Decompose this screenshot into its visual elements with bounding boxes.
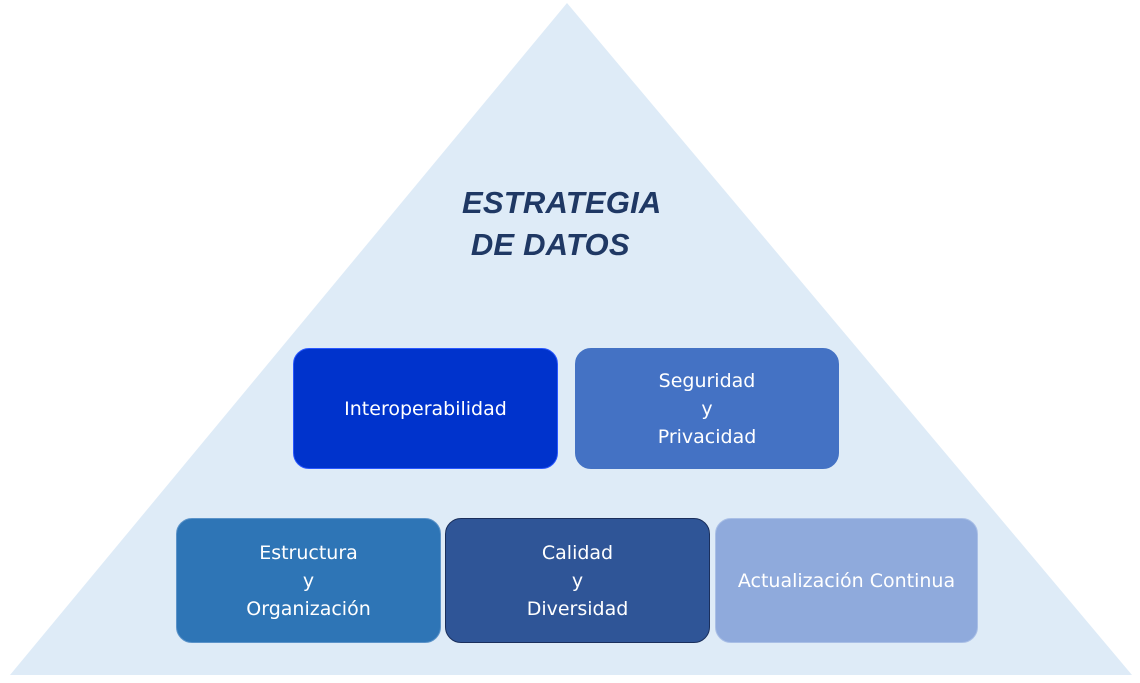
pyramid-shape bbox=[10, 3, 1132, 675]
block-label: Interoperabilidad bbox=[344, 397, 507, 420]
block-label: y bbox=[701, 397, 713, 420]
block-calidad-diversidad: Calidad y Diversidad bbox=[445, 518, 710, 643]
block-label: Calidad bbox=[541, 541, 614, 564]
block-actualizacion-continua: Actualización Continua bbox=[715, 518, 978, 643]
block-estructura-organizacion: Estructura y Organización bbox=[176, 518, 441, 643]
pyramid-title: ESTRATEGIA DE DATOS bbox=[462, 182, 672, 266]
block-label: y bbox=[302, 569, 315, 592]
block-interoperabilidad: Interoperabilidad bbox=[293, 348, 558, 469]
title-line-2: DE DATOS bbox=[462, 227, 630, 262]
block-label: Organización bbox=[246, 597, 371, 620]
block-label: Diversidad bbox=[526, 597, 629, 620]
block-seguridad-privacidad: Seguridad y Privacidad bbox=[575, 348, 839, 469]
title-line-1: ESTRATEGIA bbox=[462, 185, 662, 220]
block-label: Actualización Continua bbox=[737, 569, 956, 592]
block-label: Estructura bbox=[259, 541, 358, 564]
block-label: y bbox=[571, 569, 584, 592]
block-label: Seguridad bbox=[658, 369, 756, 392]
block-label: Privacidad bbox=[657, 425, 757, 448]
